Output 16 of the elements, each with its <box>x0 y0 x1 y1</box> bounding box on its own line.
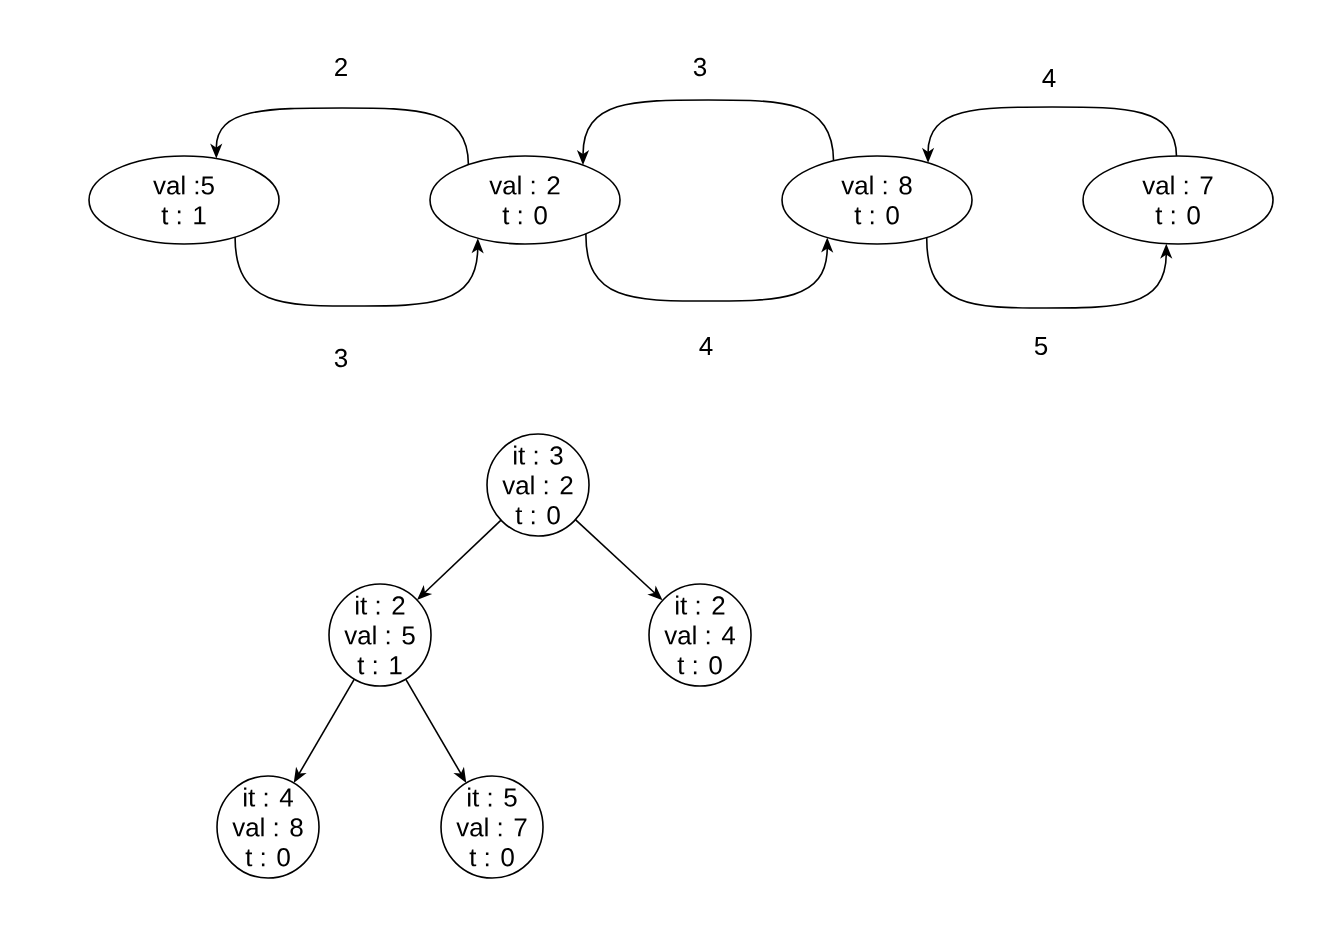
arrow <box>417 519 502 600</box>
edge-label: 3 <box>331 346 351 370</box>
ellipse-node: val :5 t : 1 <box>88 155 280 245</box>
circle-node: it : 4 val : 8 t : 0 <box>216 775 320 879</box>
edge-label: 3 <box>690 55 710 79</box>
ellipse-node: val : 8 t : 0 <box>781 155 973 245</box>
circle-node: it : 2 val : 5 t : 1 <box>328 583 432 687</box>
edge-label: 2 <box>331 55 351 79</box>
ellipse-node: val : 2 t : 0 <box>429 155 621 245</box>
circle-node: it : 2 val : 4 t : 0 <box>648 583 752 687</box>
edge-label: 4 <box>1039 67 1059 89</box>
edge-label: 4 <box>696 335 716 357</box>
edge-label: 5 <box>1031 334 1051 358</box>
circle-node: it : 5 val : 7 t : 0 <box>440 775 544 879</box>
ellipse-node: val : 7 t : 0 <box>1082 155 1274 245</box>
circle-node: it : 3 val : 2 t : 0 <box>486 433 590 537</box>
